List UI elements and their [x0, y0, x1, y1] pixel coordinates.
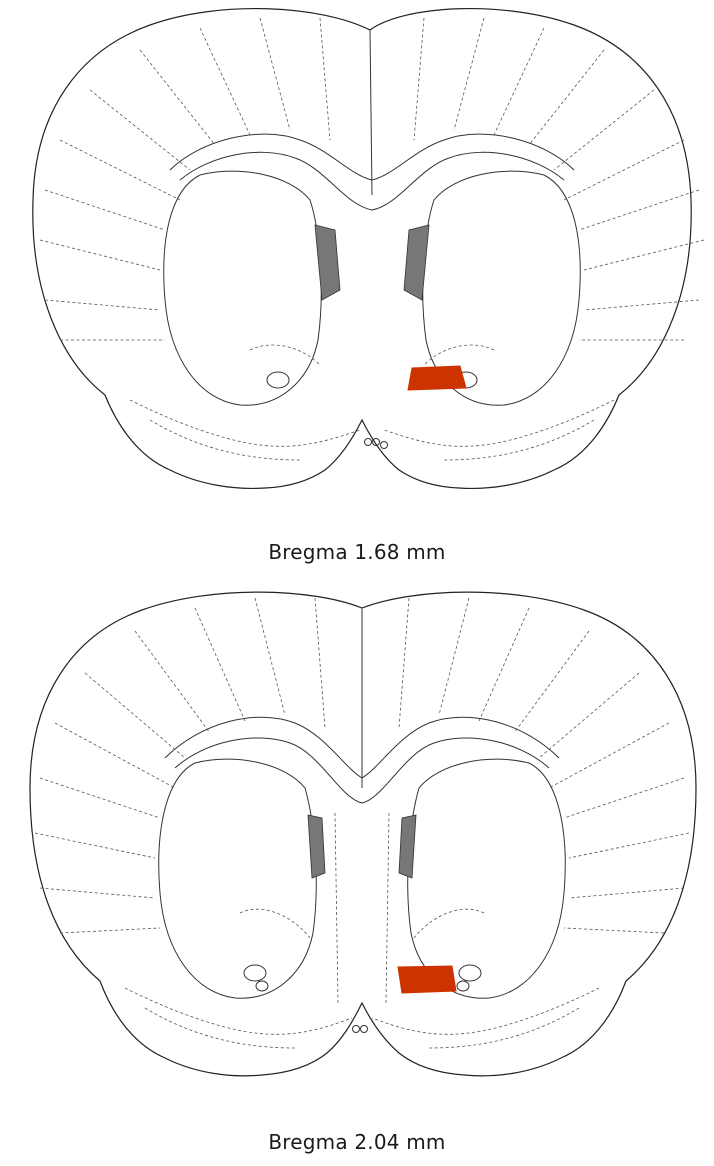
lateral-ventricle-right-bottom: [399, 815, 416, 878]
anterior-commissure-right-bottom: [459, 965, 481, 981]
brain-outline-top: [33, 9, 691, 489]
brain-outline-bottom: [30, 592, 696, 1076]
midline-fissure-top: [370, 30, 372, 195]
coronal-section-drawing-bottom: [0, 583, 714, 1113]
striatum-left-top: [164, 171, 321, 405]
lateral-ventricle-right-top: [404, 225, 429, 300]
striatum-left-bottom: [159, 759, 316, 998]
anterior-commissure-left-top: [267, 372, 289, 388]
highlight-region-top: [408, 366, 466, 390]
highlight-region-bottom: [398, 966, 456, 993]
section-caption-top: Bregma 1.68 mm: [0, 540, 714, 564]
striatum-right-bottom: [408, 759, 565, 998]
lateral-ventricle-left-top: [315, 225, 340, 300]
lateral-ventricle-left-bottom: [308, 815, 325, 878]
brain-section-top: Bregma 1.68 mm: [0, 0, 714, 580]
coronal-section-drawing-top: [0, 0, 714, 530]
anterior-commissure-left-bottom: [244, 965, 266, 981]
brain-section-bottom: Bregma 2.04 mm: [0, 583, 714, 1166]
section-caption-bottom: Bregma 2.04 mm: [0, 1130, 714, 1154]
